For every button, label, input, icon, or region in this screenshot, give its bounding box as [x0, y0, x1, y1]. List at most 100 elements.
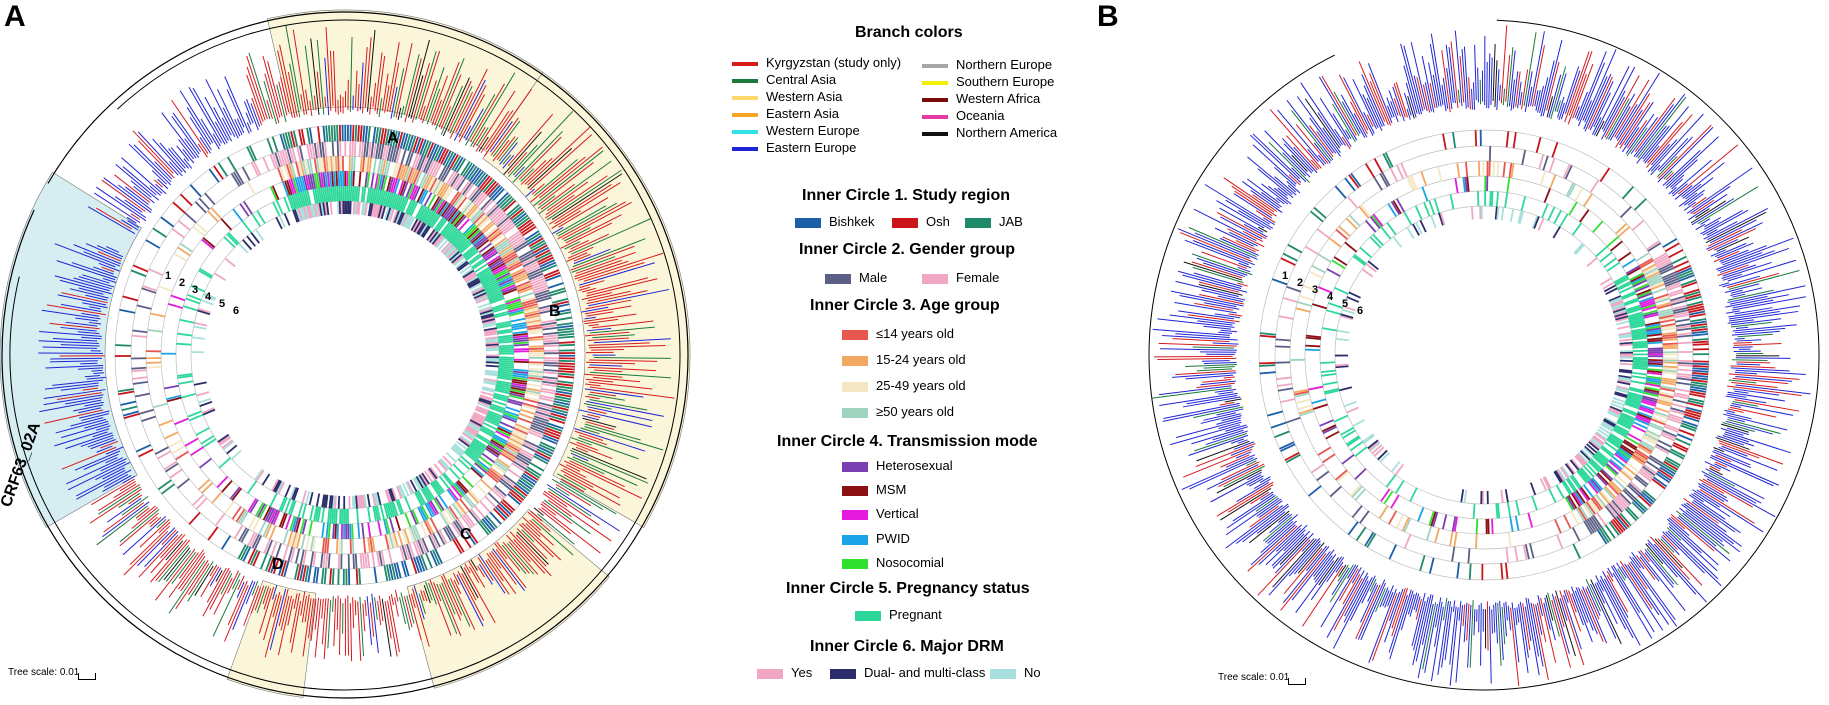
ring-annotation-mark: [1506, 501, 1512, 518]
branch-tip: [1246, 178, 1280, 204]
ring-annotation-mark: [434, 497, 445, 511]
branch-tip: [588, 288, 670, 307]
ring-annotation-mark: [1630, 327, 1647, 333]
legend-swatch: [965, 217, 991, 228]
ring-annotation-mark: [452, 483, 464, 497]
branch-tip: [1214, 388, 1237, 393]
ring-annotation-mark: [522, 402, 538, 409]
ring-annotation-mark: [431, 481, 442, 495]
ring-annotation-mark: [130, 269, 147, 278]
ring-annotation-mark: [1592, 435, 1605, 445]
branch-tip: [89, 488, 143, 524]
ring-annotation-mark: [361, 202, 365, 216]
ring-annotation-mark: [420, 190, 429, 205]
branch-tip: [452, 572, 460, 585]
ring-annotation-mark: [1333, 414, 1349, 423]
ring-annotation-mark: [1582, 193, 1593, 207]
ring-annotation-mark: [1616, 320, 1630, 326]
ring-annotation-mark: [520, 223, 535, 235]
ring-annotation-mark: [377, 205, 383, 219]
ring-annotation-mark: [1617, 419, 1632, 429]
ring-annotation-mark: [459, 265, 472, 275]
branch-tip: [1728, 270, 1800, 290]
branch-tip: [551, 478, 604, 511]
legend-item-label: Northern Europe: [956, 57, 1053, 72]
ring-annotation-mark: [471, 414, 485, 422]
ring-annotation-mark: [255, 469, 265, 482]
ring-annotation-mark: [238, 242, 249, 254]
branch-tip: [1468, 77, 1471, 110]
ring-annotation-mark: [274, 152, 281, 168]
ring-annotation-mark: [515, 280, 531, 288]
ring-annotation-mark: [1593, 454, 1607, 466]
branch-tip: [359, 596, 365, 657]
legend-swatch: [842, 509, 868, 520]
branch-tip: [168, 549, 204, 598]
ring-annotation-mark: [540, 387, 557, 393]
ring-annotation-mark: [1325, 430, 1340, 440]
ring-annotation-mark: [488, 293, 504, 301]
ring-annotation-mark: [226, 156, 237, 172]
ring-annotation-mark: [200, 435, 215, 445]
ring-annotation-mark: [1643, 311, 1659, 317]
ring-annotation-mark: [1500, 489, 1504, 503]
ring-annotation-mark: [1684, 411, 1701, 418]
branch-tip: [1543, 602, 1551, 630]
branch-tip: [554, 182, 621, 225]
ring-annotation-mark: [1529, 543, 1535, 559]
ring-annotation-mark: [538, 256, 554, 266]
branch-tip: [1191, 253, 1253, 276]
branch-tip: [1242, 181, 1280, 209]
branch-tip: [1714, 461, 1727, 468]
ring-annotation-mark: [1371, 444, 1383, 455]
ring-annotation-mark: [1591, 436, 1604, 446]
ring-annotation-mark: [485, 417, 500, 425]
ring-annotation-mark: [372, 126, 377, 143]
ring-annotation-mark: [1341, 454, 1355, 465]
ring-annotation-mark: [1691, 374, 1709, 378]
branch-tip: [321, 598, 327, 645]
branch-tip: [1249, 134, 1302, 184]
ring-annotation-mark: [362, 202, 367, 216]
ring-annotation-mark: [547, 422, 564, 430]
branch-tip: [1730, 318, 1782, 326]
ring-annotation-mark: [406, 167, 414, 183]
branch-tip: [1159, 385, 1232, 396]
branch-tip: [567, 456, 605, 475]
ring-annotation-mark: [1648, 279, 1664, 287]
ring-annotation-mark: [433, 498, 443, 512]
ring-annotation-mark: [1628, 315, 1644, 321]
ring-annotation-mark: [398, 212, 406, 226]
ring-annotation-mark: [540, 261, 556, 270]
branch-tip: [263, 588, 272, 610]
branch-tip: [1218, 463, 1265, 488]
ring-annotation-mark: [496, 504, 510, 518]
phylogenetic-tree-b: [1148, 19, 1820, 691]
ring-annotation-mark: [184, 437, 199, 447]
ring-annotation-mark: [431, 144, 440, 160]
ring-annotation-mark: [1676, 325, 1692, 330]
branch-tip: [1335, 561, 1344, 573]
ring-annotation-mark: [254, 535, 263, 550]
ring-annotation-mark: [528, 431, 543, 439]
ring-annotation-mark: [1664, 458, 1680, 469]
ring-annotation-mark: [1324, 389, 1340, 395]
ring-annotation-mark: [1625, 265, 1640, 275]
ring-annotation-mark: [417, 555, 426, 572]
ring-annotation-mark: [452, 444, 464, 455]
ring-annotation-mark: [1631, 329, 1647, 334]
legend-swatch: [842, 558, 868, 569]
ring-annotation-mark: [141, 415, 157, 423]
branch-tip: [1361, 575, 1376, 604]
ring-annotation-mark: [1343, 400, 1357, 408]
ring-annotation-mark: [1614, 275, 1629, 285]
ring-annotation-mark: [1684, 291, 1701, 298]
ring-annotation-mark: [1611, 302, 1625, 310]
branch-tip: [377, 600, 382, 626]
ring-annotation-mark: [556, 385, 573, 390]
branch-tip: [533, 150, 604, 207]
ring-annotation-mark: [470, 508, 482, 522]
branch-tip: [1727, 418, 1781, 435]
branch-tip: [246, 66, 266, 121]
ring-annotation-mark: [531, 422, 547, 430]
